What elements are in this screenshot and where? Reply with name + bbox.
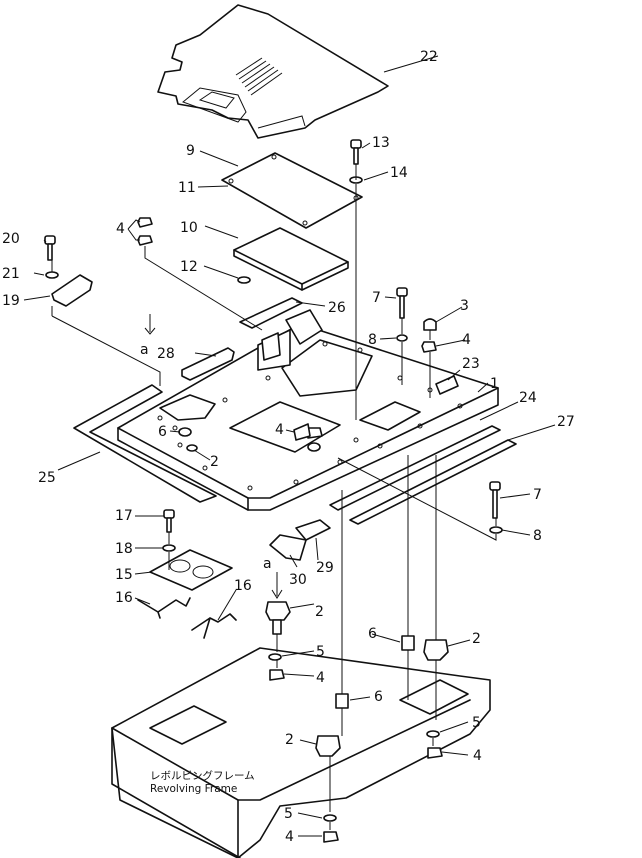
bracket-28 — [181, 347, 235, 381]
callout-numbers: 1 2 2 2 2 3 4 4 4 4 4 4 5 5 5 6 6 6 7 7 … — [2, 49, 575, 845]
view-arrow-label: a — [140, 342, 149, 358]
callout-number: 2 — [472, 631, 481, 647]
plate-15 — [149, 549, 233, 591]
callout-number: 5 — [316, 644, 325, 660]
callout-number: 6 — [374, 689, 383, 705]
callout-number: 7 — [372, 290, 381, 306]
pad — [233, 227, 349, 291]
view-arrow-label: a — [263, 556, 272, 572]
callout-number: 13 — [372, 135, 390, 151]
callout-number: 24 — [519, 390, 537, 406]
callout-number: 5 — [284, 806, 293, 822]
callout-number: 15 — [115, 567, 133, 583]
callout-number: 10 — [180, 220, 198, 236]
callout-number: 4 — [316, 670, 325, 686]
callout-number: 18 — [115, 541, 133, 557]
callout-number: 14 — [390, 165, 408, 181]
callout-number: 7 — [533, 487, 542, 503]
callout-number: 21 — [2, 266, 20, 282]
callout-number: 6 — [158, 424, 167, 440]
clip-19 — [51, 274, 93, 307]
cover-plate — [221, 152, 363, 229]
callout-number: 11 — [178, 180, 196, 196]
callout-number: 17 — [115, 508, 133, 524]
callout-number: 26 — [328, 300, 346, 316]
callout-number: 4 — [473, 748, 482, 764]
plate-29 — [295, 519, 331, 541]
fasteners — [44, 139, 503, 843]
callout-number: 8 — [533, 528, 542, 544]
floor-frame — [117, 323, 499, 511]
plate-30 — [269, 534, 307, 561]
revolving-frame — [111, 647, 491, 858]
callout-number: 2 — [315, 604, 324, 620]
callout-number: 19 — [2, 293, 20, 309]
callout-number: 4 — [116, 221, 125, 237]
seal-strip-25 — [73, 384, 217, 503]
callout-number: 2 — [285, 732, 294, 748]
callout-number: 23 — [462, 356, 480, 372]
callout-number: 3 — [460, 298, 469, 314]
clip-16-b — [191, 613, 237, 639]
callout-number: 29 — [316, 560, 334, 576]
callout-number: 2 — [210, 454, 219, 470]
bracket-26 — [239, 297, 323, 371]
callout-number: 16 — [234, 578, 252, 594]
callout-number: 6 — [368, 626, 377, 642]
callout-number: 8 — [368, 332, 377, 348]
callout-number: 20 — [2, 231, 20, 247]
callout-number: 1 — [490, 376, 499, 392]
callout-number: 4 — [285, 829, 294, 845]
callout-number: 5 — [472, 715, 481, 731]
callout-number: 4 — [462, 332, 471, 348]
assembly-lines — [23, 55, 556, 837]
callout-number: 22 — [420, 49, 438, 65]
callout-number: 4 — [275, 422, 284, 438]
callout-number: 16 — [115, 590, 133, 606]
seal-strip-27 — [349, 439, 517, 525]
callout-number: 25 — [38, 470, 56, 486]
callout-number: 27 — [557, 414, 575, 430]
frame-caption-japanese: レボルビングフレーム — [150, 769, 255, 782]
washer-12 — [237, 276, 251, 284]
floor-mat — [157, 4, 389, 139]
seal-strip-24 — [329, 425, 501, 511]
callout-number: 28 — [157, 346, 175, 362]
frame-caption-english: Revolving Frame — [150, 783, 237, 795]
callout-number: 30 — [289, 572, 307, 588]
clip-16-a — [137, 597, 191, 619]
callout-number: 9 — [186, 143, 195, 159]
callout-number: 12 — [180, 259, 198, 275]
